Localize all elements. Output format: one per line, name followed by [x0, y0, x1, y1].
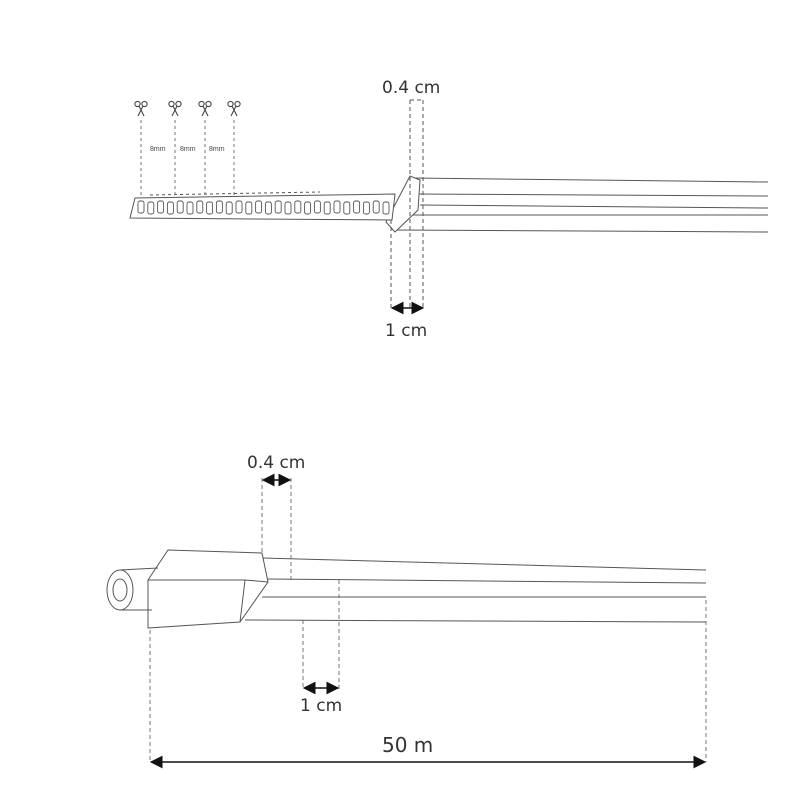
led-chip	[147, 201, 155, 215]
led-chip	[225, 201, 233, 215]
led-chip	[235, 200, 243, 214]
top-width-label: 0.4 cm	[382, 78, 441, 98]
led-chip	[372, 200, 380, 214]
led-chip	[245, 201, 253, 215]
scissors-icon	[134, 100, 148, 117]
led-chip	[206, 201, 214, 215]
led-chip	[343, 201, 351, 215]
led-chip	[166, 201, 174, 215]
total-length-label: 50 m	[382, 733, 434, 757]
led-chip	[264, 201, 272, 215]
scissors-icon	[227, 100, 241, 117]
led-chip	[274, 200, 282, 214]
cut-spacing-label: 8mm	[180, 146, 196, 153]
bottom-dimension-guides	[149, 478, 707, 762]
led-chip	[323, 201, 331, 215]
led-chip	[157, 200, 165, 214]
led-chip	[137, 200, 145, 214]
top-length-label: 1 cm	[385, 321, 428, 341]
top-led-strip	[385, 99, 769, 310]
bottom-profile	[106, 549, 707, 629]
led-chip	[196, 200, 204, 214]
led-chip	[333, 200, 341, 214]
led-chip	[362, 201, 370, 215]
cut-markers	[140, 120, 235, 196]
led-chip	[353, 200, 361, 214]
led-chip	[284, 201, 292, 215]
led-chip	[313, 200, 321, 214]
led-chip	[382, 201, 390, 215]
led-chip	[176, 200, 184, 214]
exposed-strip	[129, 191, 396, 221]
cut-spacing-label: 8mm	[150, 146, 166, 153]
led-chip	[255, 200, 263, 214]
bottom-width-label: 0.4 cm	[247, 453, 306, 473]
cut-spacing-label: 8mm	[209, 146, 225, 153]
led-chip	[294, 200, 302, 214]
scissors-icon	[198, 100, 212, 117]
led-chip	[215, 200, 223, 214]
bottom-length-label: 1 cm	[300, 696, 343, 716]
led-chip	[304, 201, 312, 215]
led-chip	[186, 201, 194, 215]
scissors-icon	[168, 100, 182, 117]
